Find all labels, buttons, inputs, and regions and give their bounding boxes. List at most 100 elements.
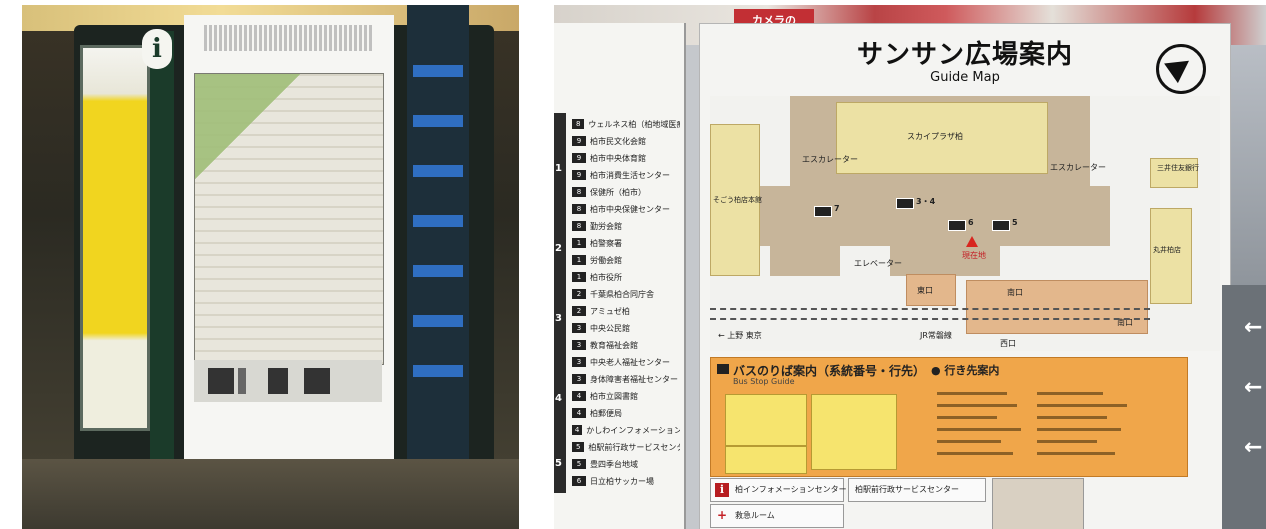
entry-label: かしわインフォメーションセンター bbox=[586, 425, 680, 435]
map-label: そごう柏店本館 bbox=[713, 196, 762, 204]
entry-label: 柏駅前行政サービスセンター bbox=[588, 442, 680, 452]
bus-guide-title-en: Bus Stop Guide bbox=[733, 377, 795, 386]
map-label: 3・4 bbox=[916, 197, 936, 206]
legend-icon bbox=[208, 368, 234, 394]
entry-code: 4 bbox=[572, 425, 583, 435]
entry-code: 5 bbox=[572, 442, 585, 452]
column-tab bbox=[413, 365, 463, 377]
entry-code: 8 bbox=[572, 119, 585, 129]
north-arrow-icon bbox=[1156, 44, 1206, 94]
destination-line bbox=[1037, 428, 1121, 431]
east-exit-building: 東口 bbox=[906, 274, 956, 306]
destination-line bbox=[937, 452, 1013, 455]
entry-code: 1 bbox=[572, 238, 586, 248]
entry-label: 日立柏サッカー場 bbox=[590, 476, 654, 486]
arrow-left-icon: ← bbox=[1244, 375, 1263, 400]
entry-label: 柏警察署 bbox=[590, 238, 622, 248]
you-are-here-marker bbox=[966, 236, 978, 247]
map-label: スカイプラザ柏 bbox=[907, 132, 963, 141]
entry-code: 1 bbox=[572, 255, 586, 265]
destination-line bbox=[1037, 440, 1097, 443]
info-icon: i bbox=[142, 29, 172, 69]
entry-code: 3 bbox=[572, 374, 586, 384]
map-label: エスカレーター bbox=[1050, 163, 1106, 172]
photo-guide-map-sign: カメラの 1 2 3 4 5 8ウェルネス柏（柏地域医療）9柏市民文化会館9柏市… bbox=[554, 5, 1266, 529]
map-label: 西口 bbox=[1000, 339, 1016, 348]
first-aid-label: 救急ルーム bbox=[735, 511, 775, 520]
entry-label: 柏郵便局 bbox=[590, 408, 622, 418]
entry-label: 柏市消費生活センター bbox=[590, 170, 670, 180]
kiosk-side-column bbox=[407, 5, 469, 515]
entry-label: ウェルネス柏（柏地域医療） bbox=[588, 119, 680, 129]
floor bbox=[22, 459, 519, 529]
first-aid-box: + 救急ルーム bbox=[710, 504, 844, 528]
background-building bbox=[1224, 45, 1266, 285]
destinations-title: ● 行き先案内 bbox=[931, 364, 1000, 377]
entry-code: 8 bbox=[572, 204, 586, 214]
map-label: JR常磐線 bbox=[920, 331, 952, 340]
kiosk-green-strip bbox=[150, 31, 174, 471]
entry-code: 4 bbox=[572, 408, 586, 418]
directory-entry: 5柏駅前行政サービスセンター bbox=[572, 438, 680, 456]
kiosk-map-panel bbox=[184, 15, 394, 470]
directory-entry: 3 身体障害者福祉センター bbox=[572, 370, 680, 388]
map-deck bbox=[890, 236, 1000, 276]
entry-label: 労働会館 bbox=[590, 255, 622, 265]
map-label: 三井住友銀行 bbox=[1157, 164, 1199, 172]
bus-stop-card bbox=[725, 446, 807, 474]
destination-line bbox=[937, 392, 1007, 395]
entry-label: 柏市中央保健センター bbox=[590, 204, 670, 214]
entry-label: アミュゼ柏 bbox=[590, 306, 630, 316]
bus-stop-icon bbox=[992, 220, 1010, 231]
entry-code: 4 bbox=[572, 391, 586, 401]
destination-line bbox=[1037, 416, 1107, 419]
rail-line bbox=[710, 318, 1150, 320]
kiosk-map-legend bbox=[194, 360, 382, 402]
directory-entry: 4かしわインフォメーションセンター bbox=[572, 421, 680, 439]
guide-map-board: サンサン広場案内 Guide Map スカイプラザ柏 そごう柏店本館 三井住友銀… bbox=[699, 23, 1231, 529]
directory-entry: 1 労働会館 bbox=[572, 251, 680, 269]
zone-number: 3 bbox=[555, 313, 562, 324]
entry-code: 8 bbox=[572, 221, 586, 231]
zone-number: 2 bbox=[555, 243, 562, 254]
destination-line bbox=[937, 428, 1021, 431]
map-label: ← 上野 東京 bbox=[718, 331, 762, 340]
admin-center-label: 柏駅前行政サービスセンター bbox=[855, 485, 959, 494]
column-tab bbox=[413, 265, 463, 277]
kiosk-area-map bbox=[194, 73, 384, 365]
bus-stop-guide: バスのりば案内（系統番号・行先） Bus Stop Guide ● 行き先案内 bbox=[710, 357, 1188, 477]
building-bank: 三井住友銀行 bbox=[1150, 158, 1199, 188]
legend-icon bbox=[238, 368, 246, 394]
entry-label: 身体障害者福祉センター bbox=[590, 374, 678, 384]
destination-line bbox=[1037, 404, 1127, 407]
direction-pillar: ← ← ← bbox=[1222, 285, 1266, 529]
south-exit-building: 南口 南口 bbox=[966, 280, 1148, 334]
entry-label: 柏市役所 bbox=[590, 272, 622, 282]
board-subtitle: Guide Map bbox=[930, 70, 1000, 85]
building-skyplaza: スカイプラザ柏 bbox=[836, 102, 1048, 174]
legend-icon bbox=[268, 368, 288, 394]
bus-guide-title: バスのりば案内（系統番号・行先） bbox=[733, 364, 926, 378]
entry-code: 9 bbox=[572, 136, 586, 146]
column-tab bbox=[413, 165, 463, 177]
info-icon: i bbox=[715, 483, 729, 497]
entry-code: 3 bbox=[572, 357, 586, 367]
entry-label: 教育福祉会館 bbox=[590, 340, 638, 350]
bus-stop-icon bbox=[814, 206, 832, 217]
board-title: サンサン広場案内 bbox=[856, 40, 1073, 70]
destination-line bbox=[937, 440, 1001, 443]
zone-number: 5 bbox=[555, 458, 562, 469]
map-deck bbox=[770, 236, 840, 276]
map-label: 5 bbox=[1012, 218, 1018, 227]
facility-info-row: i 柏インフォメーションセンター 柏駅前行政サービスセンター + 救急ルーム bbox=[710, 478, 1220, 529]
destination-line bbox=[937, 416, 997, 419]
destination-line bbox=[1037, 452, 1115, 455]
map-label: 丸井柏店 bbox=[1153, 246, 1181, 254]
